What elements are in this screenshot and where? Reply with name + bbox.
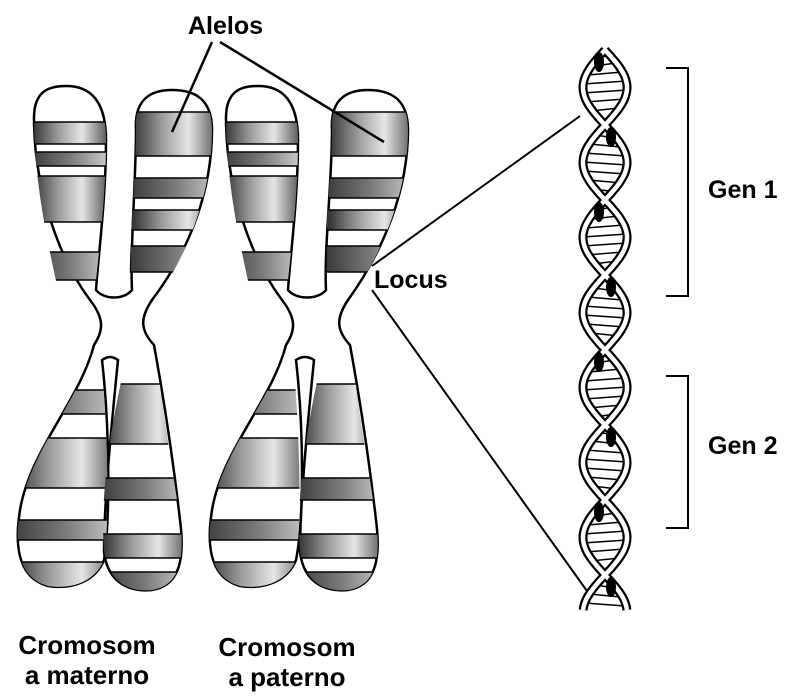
base-pair (585, 153, 626, 156)
paternal-chromosome (202, 86, 416, 596)
gene2-label: Gen 2 (708, 434, 777, 459)
maternal-caption-line1: Cromosom (2, 630, 172, 660)
base-pair (584, 81, 626, 84)
base-pair (584, 396, 625, 399)
base-pair (587, 297, 622, 300)
base-pair (584, 171, 625, 174)
base-pair (583, 90, 627, 93)
base-pair (583, 459, 627, 462)
base-pair (584, 531, 626, 534)
gene1-label: Gen 1 (708, 178, 777, 203)
strand-crossing-shade (594, 52, 604, 72)
maternal-chromosome-caption: Cromosom a materno (2, 630, 172, 690)
gene1-bracket (666, 68, 688, 296)
base-pair (587, 72, 622, 75)
paternal-chromosome-caption: Cromosom a paterno (202, 632, 372, 692)
dna-double-helix (583, 50, 627, 610)
base-pair (583, 315, 627, 318)
strand-crossing-shade (606, 577, 616, 597)
gene2-bracket (666, 376, 688, 528)
base-pair (587, 522, 622, 525)
base-pair (586, 225, 624, 228)
alleles-label: Alelos (188, 14, 263, 39)
paternal-caption-line1: Cromosom (202, 632, 372, 662)
base-pair (583, 234, 627, 237)
base-pair (583, 387, 627, 390)
paternal-caption-line2: a paterno (202, 662, 372, 692)
maternal-chromosome (10, 86, 220, 596)
base-pair (584, 306, 626, 309)
base-pair (586, 450, 624, 453)
base-pair (585, 378, 626, 381)
strand-crossing-shade (606, 427, 616, 447)
maternal-caption-line2: a materno (2, 660, 172, 690)
base-pair (583, 540, 627, 543)
base-pair (583, 162, 627, 165)
strand-crossing-shade (594, 352, 604, 372)
base-pair (585, 603, 626, 606)
strand-crossing-shade (594, 202, 604, 222)
base-pair (584, 243, 627, 246)
strand-crossing-shade (606, 277, 616, 297)
base-pair (584, 468, 627, 471)
locus-label: Locus (374, 268, 448, 293)
strand-crossing-shade (594, 502, 604, 522)
strand-crossing-shade (606, 127, 616, 147)
locus-zoom-line-bottom (372, 290, 592, 598)
